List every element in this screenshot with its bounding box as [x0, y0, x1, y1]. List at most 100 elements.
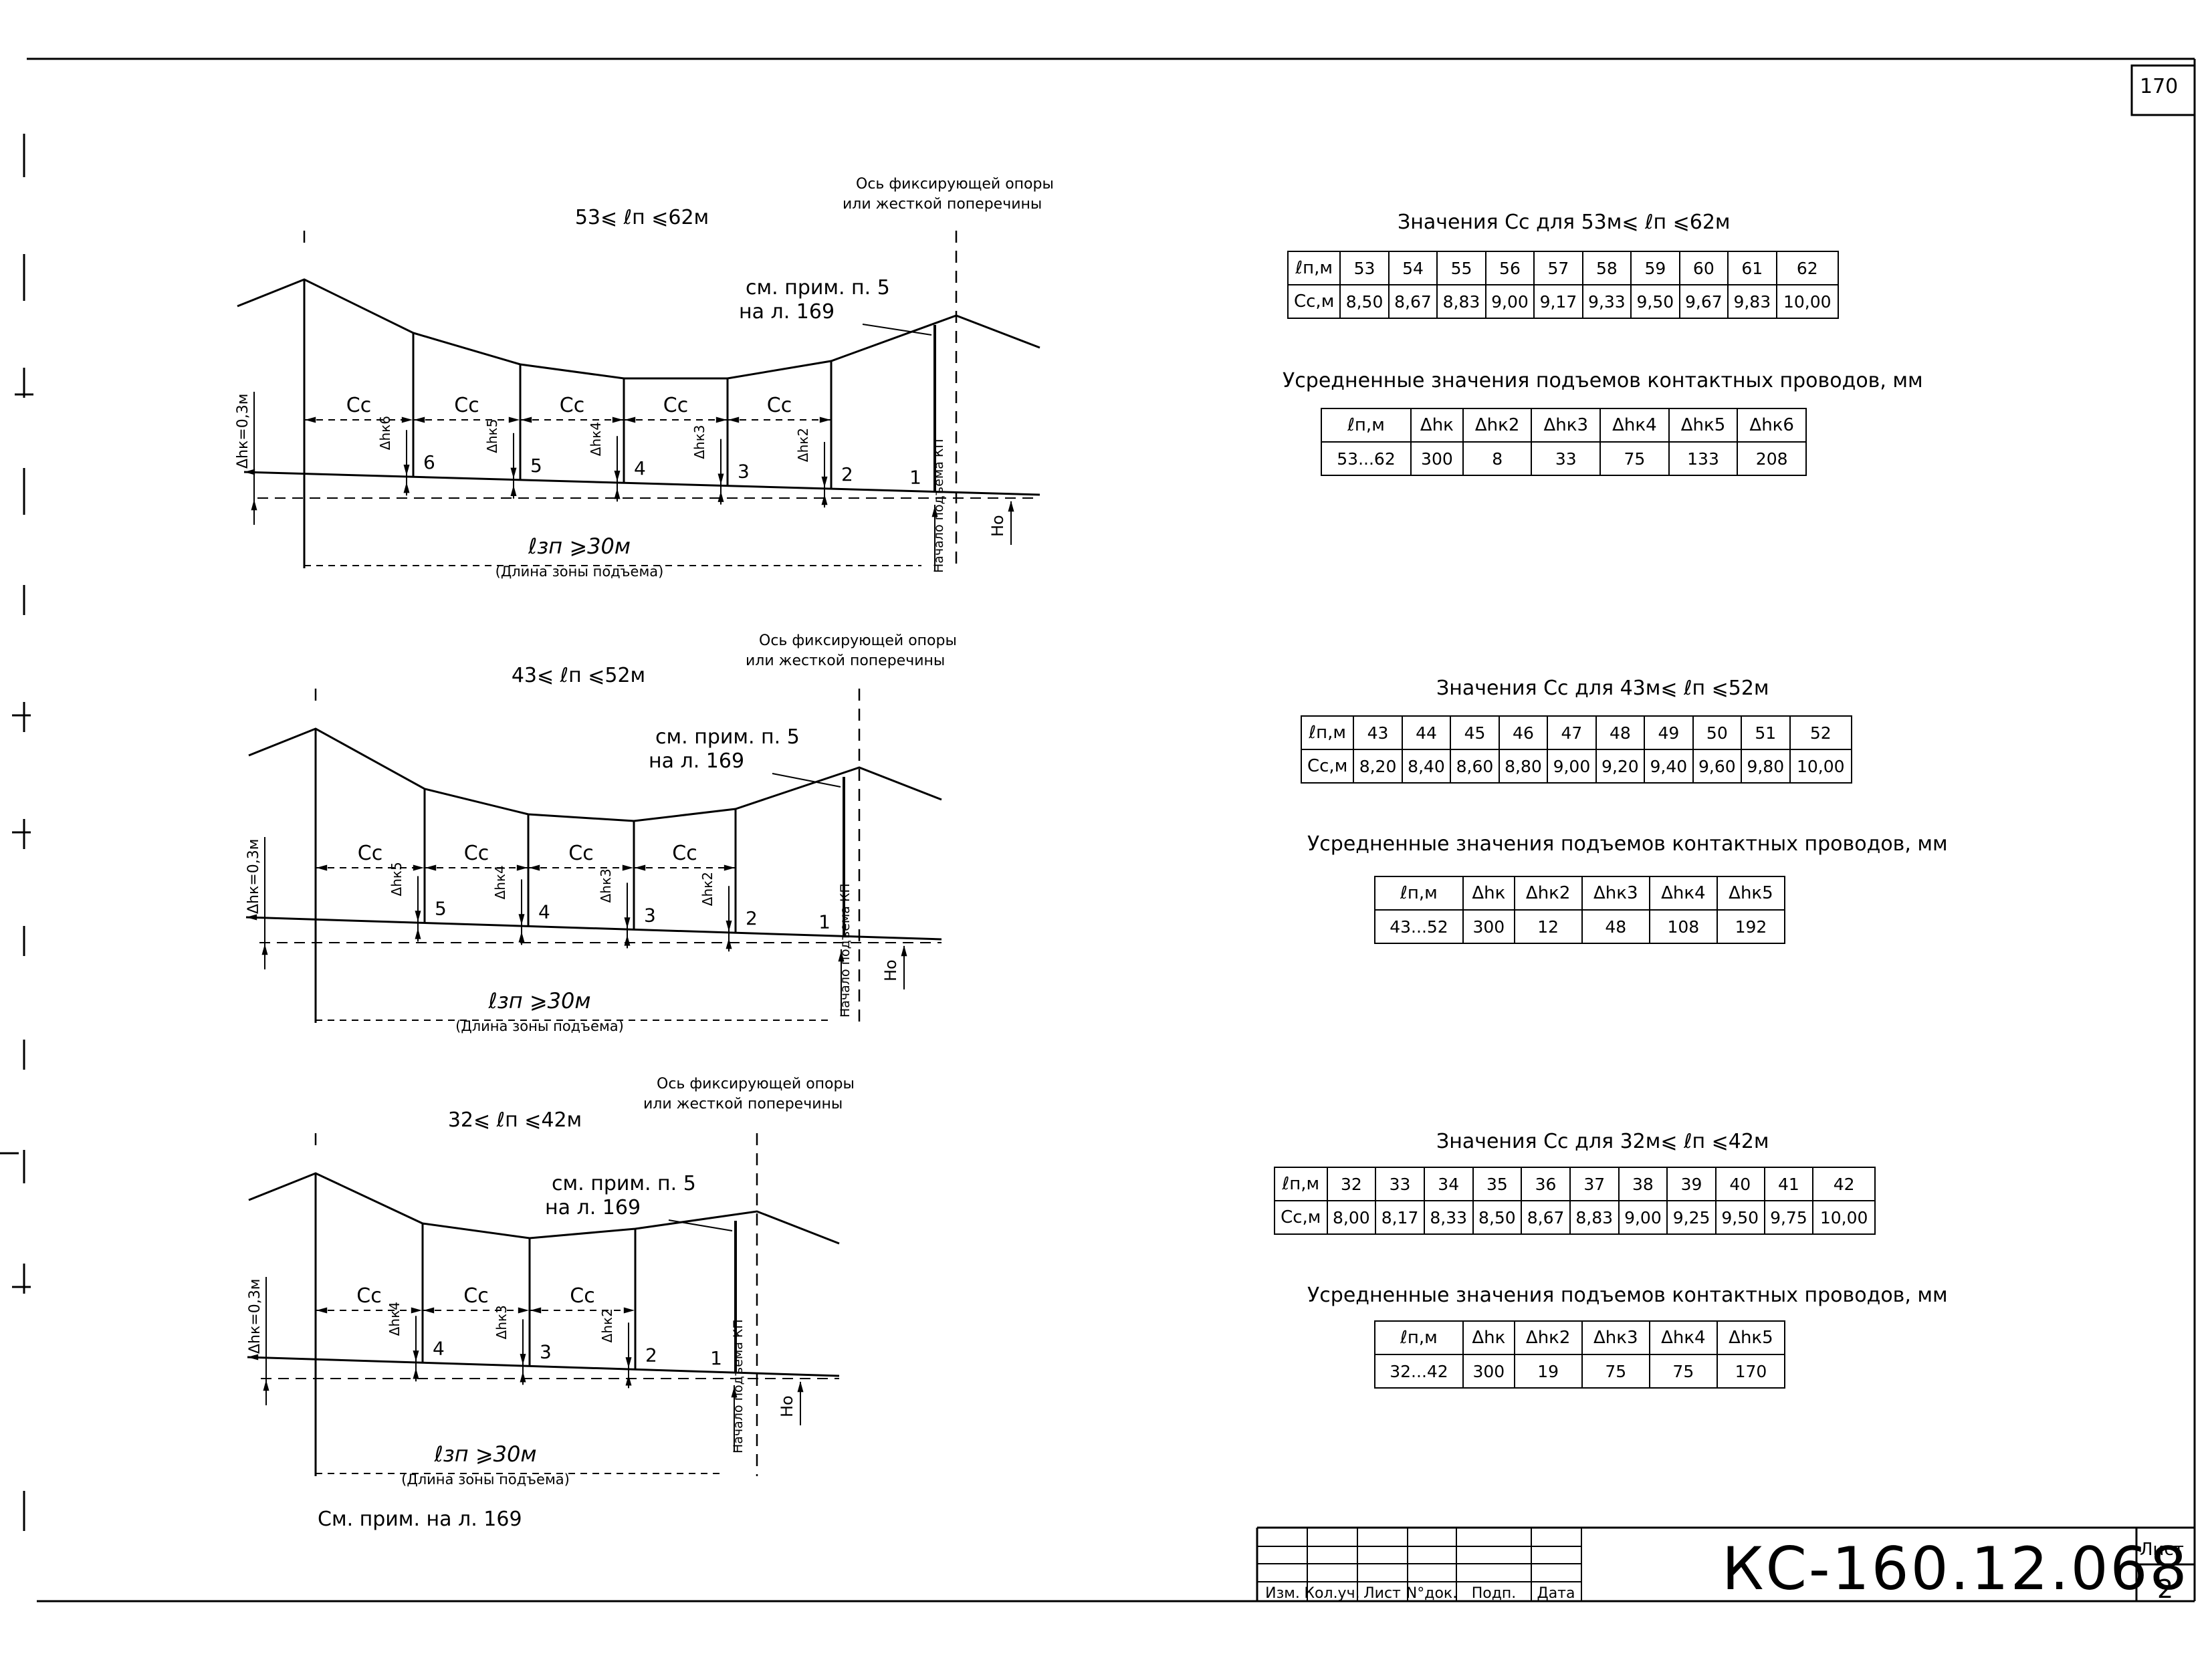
section-number: 3	[738, 461, 750, 483]
arrow-head	[518, 1307, 529, 1314]
arrow-head	[717, 491, 724, 502]
arrow-head	[316, 1307, 328, 1314]
base-line	[243, 471, 1040, 496]
dh-label: Δhк2	[795, 428, 811, 462]
cc-label: Сс	[663, 394, 688, 417]
arrow-head	[624, 917, 631, 929]
table-header-cell: Δhк3	[1581, 1320, 1650, 1355]
table-cell: 54	[1388, 251, 1438, 285]
table-header-cell: Δhк4	[1648, 1320, 1718, 1355]
table-header-cell: ℓп,м	[1374, 1320, 1464, 1355]
arrow-head	[415, 928, 421, 939]
table-cell: 39	[1666, 1167, 1717, 1201]
arrow-head	[622, 864, 633, 871]
table-cell: 9,50	[1715, 1200, 1765, 1235]
dh-left-label: Δhк=0,3м	[245, 839, 262, 914]
arrow-head	[510, 485, 517, 496]
table-header-cell: Δhк	[1462, 1320, 1515, 1355]
section-number: 5	[435, 897, 447, 919]
base-line	[247, 1356, 840, 1377]
table-cell: 192	[1716, 909, 1786, 944]
arrow-head	[521, 417, 532, 423]
axis-note: или жесткой поперечины	[746, 653, 945, 669]
table-cell: 8,20	[1353, 749, 1403, 784]
arrow-head	[251, 499, 257, 511]
table-cell: 300	[1410, 441, 1464, 476]
axis-note: Ось фиксирующей опоры	[856, 176, 1054, 193]
dh-table-title-2: Усредненные значения подъемов контактных…	[1307, 832, 1948, 856]
h0-label: Hо	[988, 515, 1007, 537]
h0-label: Hо	[881, 959, 900, 981]
axis-note: Ось фиксирующей опоры	[657, 1076, 855, 1092]
table-cell: 58	[1581, 251, 1632, 285]
table-cell: 50	[1692, 715, 1743, 750]
stamp-header: Лист	[1363, 1585, 1401, 1602]
section-number: 1	[909, 467, 921, 489]
table-cell: 8,40	[1401, 749, 1452, 784]
table-header-cell: Δhк4	[1648, 876, 1718, 911]
arrow-head	[901, 945, 907, 957]
table-cell: 9,00	[1484, 284, 1535, 319]
table-header-cell: Δhк5	[1716, 1320, 1786, 1355]
table-cell: 48	[1595, 715, 1646, 750]
table-header-cell: ℓп,м	[1321, 408, 1412, 443]
span-range-label: 53⩽ ℓп ⩽62м	[575, 206, 709, 229]
table-cell: 37	[1569, 1167, 1620, 1201]
table-cell: 33	[1375, 1167, 1425, 1201]
table-cell: 75	[1648, 1354, 1718, 1389]
table-cell: 8,67	[1388, 284, 1438, 319]
table-header-cell: Сс,м	[1287, 284, 1341, 319]
table-header-cell: Δhк5	[1716, 876, 1786, 911]
table-cell: 32...42	[1374, 1354, 1464, 1389]
arrow-head	[726, 921, 732, 932]
cc-table-title-3: Значения Сс для 32м⩽ ℓп ⩽42м	[1436, 1130, 1769, 1153]
cc-label: Сс	[356, 1284, 381, 1308]
table-header-cell: Δhк	[1462, 876, 1515, 911]
table-cell: 9,00	[1618, 1200, 1668, 1235]
page-number-box	[2130, 64, 2196, 116]
table-cell: 9,67	[1678, 284, 1729, 319]
start-rise-label: Начало подъема КП	[731, 1319, 746, 1453]
axis-note: Ось фиксирующей опоры	[759, 632, 957, 649]
span-range-label: 32⩽ ℓп ⩽42м	[448, 1108, 582, 1132]
contact-wire	[248, 1172, 840, 1245]
table-cell: 8,00	[1326, 1200, 1377, 1235]
cc-label: Сс	[454, 394, 479, 417]
table-cell: 75	[1581, 1354, 1650, 1389]
arrow-head	[263, 1380, 269, 1391]
table-header-cell: ℓп,м	[1274, 1167, 1328, 1201]
section-number: 4	[634, 457, 646, 479]
arrow-head	[724, 864, 735, 871]
dh-label: Δhк2	[699, 872, 715, 906]
dh-left-label: Δhк=0,3м	[235, 394, 251, 469]
lzp-label: ℓзп ⩾30м	[528, 534, 631, 559]
table-cell: 300	[1462, 1354, 1515, 1389]
dh-label: Δhк4	[588, 422, 604, 456]
table-header-cell: ℓп,м	[1287, 251, 1341, 285]
dh-table-title-1: Усредненные значения подъемов контактных…	[1283, 369, 1923, 392]
section-number: 2	[746, 907, 758, 929]
dh-label: Δhк3	[691, 425, 707, 459]
stamp-header: Кол.уч.	[1304, 1585, 1359, 1602]
cc-label: Сс	[346, 394, 371, 417]
section-number: 4	[433, 1337, 445, 1359]
arrow-head	[518, 931, 525, 943]
table-cell: 9,40	[1644, 749, 1694, 784]
table-header-cell: Δhк2	[1513, 876, 1583, 911]
arrow-head	[625, 1357, 632, 1369]
h0-label: Hо	[778, 1395, 796, 1417]
cc-label: Сс	[570, 1284, 594, 1308]
cc-table-title-2: Значения Сс для 43м⩽ ℓп ⩽52м	[1436, 677, 1769, 700]
arrow-head	[413, 864, 424, 871]
dh-left-label: Δhк=0,3м	[247, 1279, 263, 1354]
table-cell: 38	[1618, 1167, 1668, 1201]
table-cell: 9,80	[1741, 749, 1791, 784]
arrow-head	[516, 864, 528, 871]
